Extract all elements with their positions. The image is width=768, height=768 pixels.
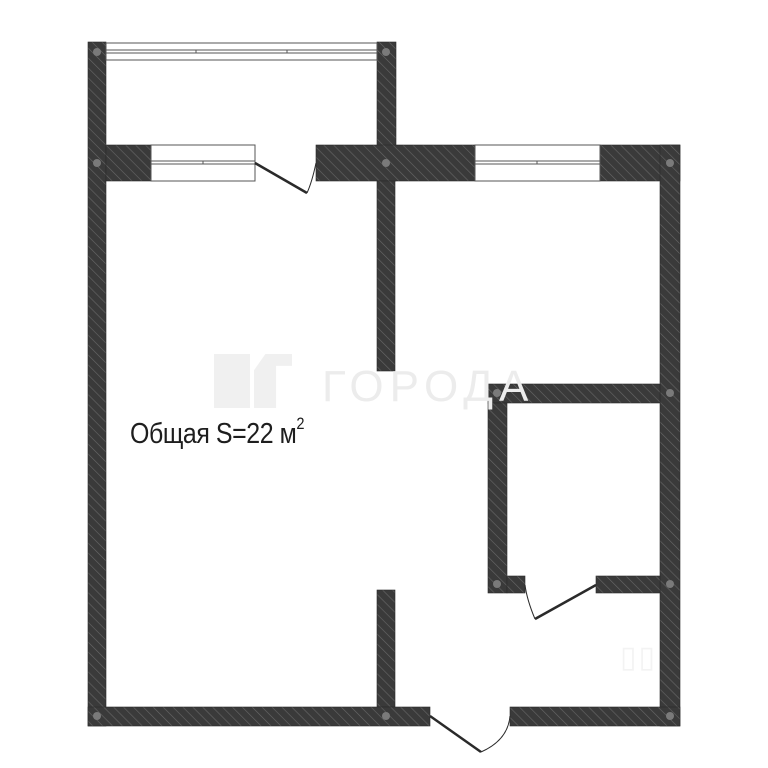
bathroom-door [524, 583, 597, 621]
wall-top-left [105, 144, 152, 182]
wall-partition-lower [376, 589, 396, 708]
column-dot [382, 159, 390, 167]
column-dot [93, 712, 101, 720]
column-dot [666, 712, 674, 720]
walls [87, 41, 681, 727]
wall-bathroom-bottom-right [595, 575, 661, 594]
column-dots [93, 48, 674, 720]
gorod-logo-icon [214, 354, 292, 408]
wall-bathroom-bottom-left [506, 575, 526, 594]
balcony-door [254, 161, 317, 195]
column-dot [382, 48, 390, 56]
wall-left-outer [87, 41, 107, 727]
column-dot [493, 580, 501, 588]
column-dot [666, 580, 674, 588]
wall-top-mid [315, 144, 476, 182]
column-dot [93, 48, 101, 56]
wall-bathroom-top [487, 383, 661, 404]
balcony-door-window [150, 144, 256, 182]
watermark-text: ГОРОДА [322, 362, 535, 411]
wall-right-outer [659, 144, 681, 727]
area-label-superscript: 2 [296, 414, 305, 433]
wall-bathroom-left [487, 402, 508, 594]
wall-bottom-right [509, 706, 681, 727]
kitchen-window [474, 144, 601, 182]
area-label: Общая S=22 м2 [130, 414, 305, 451]
wall-bottom-left [87, 706, 431, 727]
column-dot [666, 389, 674, 397]
column-dot [382, 712, 390, 720]
wall-partition-upper [376, 180, 396, 372]
column-dot [666, 159, 674, 167]
balcony-window [105, 42, 378, 61]
watermark-corner: ▯▯ [620, 641, 658, 674]
area-label-text: Общая S=22 м [130, 418, 297, 450]
column-dot [93, 159, 101, 167]
entrance-door [429, 714, 511, 754]
column-dot [493, 389, 501, 397]
